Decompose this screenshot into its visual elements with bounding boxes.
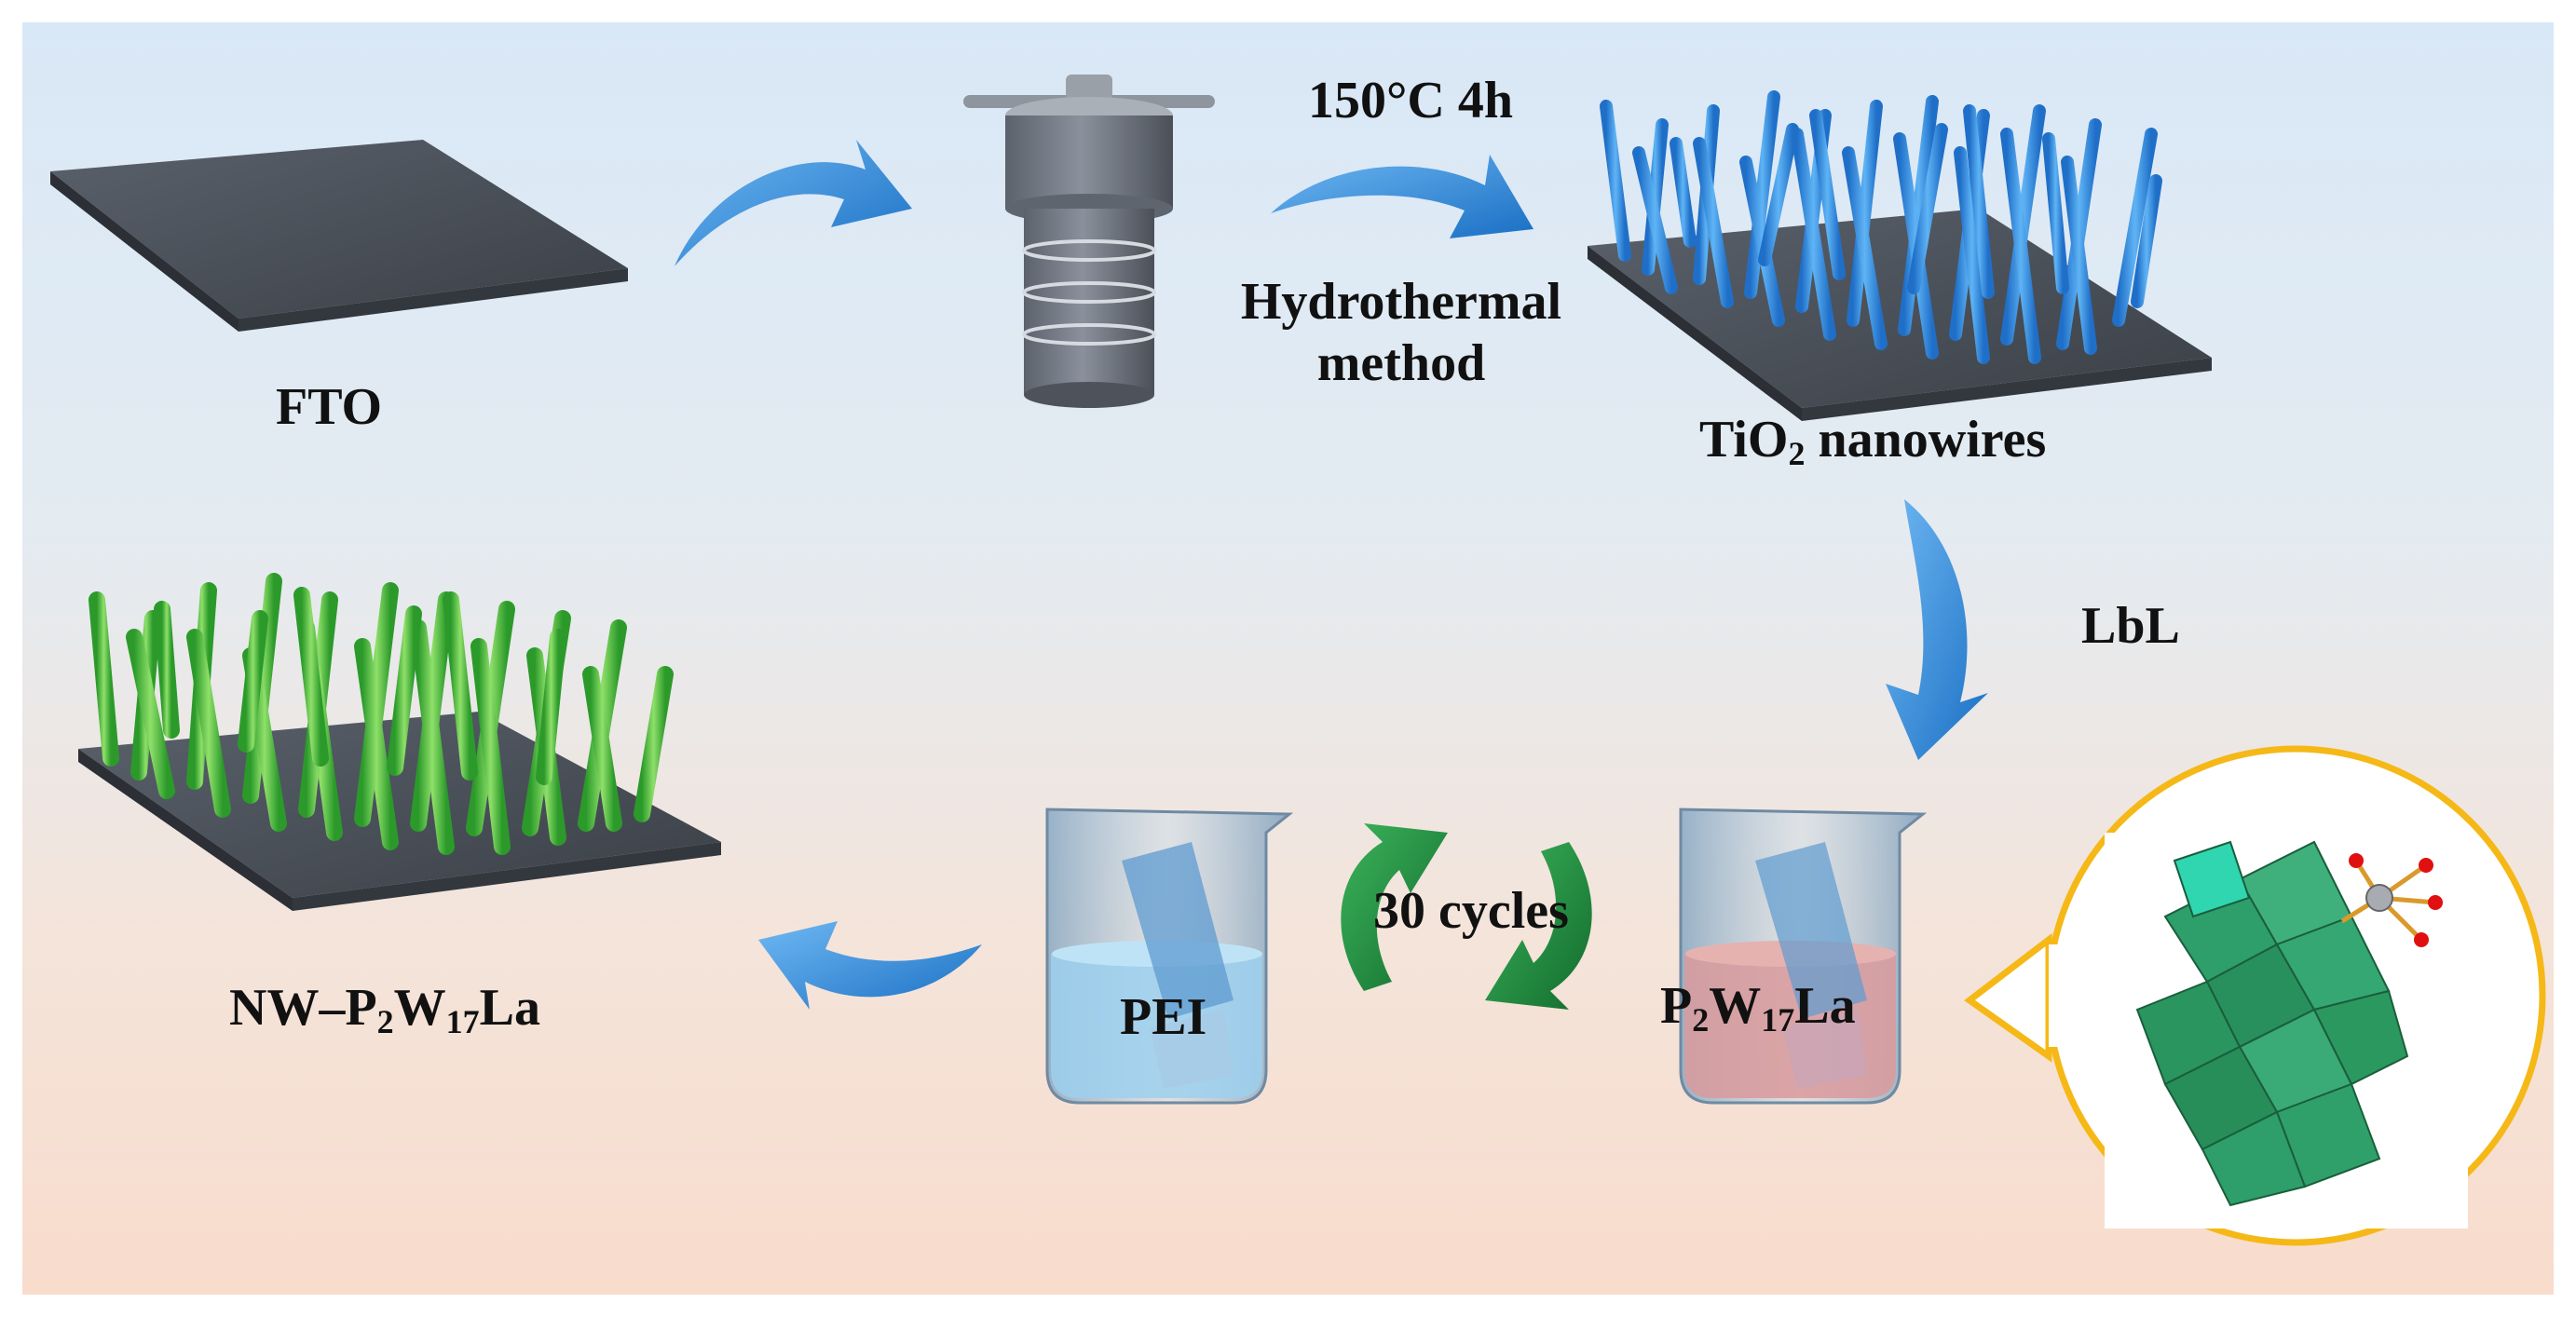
schematic-figure: FTO 150°C 4h Hydrothermal method TiO2 na…	[22, 22, 2554, 1295]
label-nw-p2w17la: NW–P2W17La	[229, 982, 540, 1039]
label-p2w17la: P2W17La	[1660, 980, 1856, 1037]
pw-sub1: 2	[1692, 1001, 1710, 1039]
fto-substrate	[50, 140, 628, 332]
label-temp-time: 150°C 4h	[1308, 75, 1513, 127]
label-tio2-nanowires: TiO2 nanowires	[1699, 414, 2046, 470]
pei-text: PEI	[1120, 988, 1207, 1046]
cycle-arrows-icon	[1341, 823, 1592, 1010]
la-coordination-icon	[2340, 853, 2443, 947]
tio2-subscript: 2	[1788, 435, 1806, 472]
arrow-to-nanowires	[1271, 155, 1533, 238]
hydrothermal-line1: Hydrothermal	[1240, 273, 1562, 331]
nw-sub2: 17	[445, 1003, 480, 1040]
pw-p: P	[1660, 977, 1693, 1035]
p2w17la-beaker	[1679, 808, 1928, 1105]
autoclave-icon	[963, 75, 1215, 408]
pw-w: W	[1709, 977, 1762, 1035]
arrow-to-autoclave	[675, 140, 912, 266]
pw-la: La	[1794, 977, 1856, 1035]
nw-sub1: 2	[376, 1003, 394, 1040]
tio2-prefix: TiO	[1699, 411, 1789, 468]
diagram-graphics	[50, 75, 2546, 1246]
structure-callout	[1964, 745, 2546, 1246]
hydrothermal-line2: method	[1316, 334, 1486, 392]
arrow-lbl-down	[1886, 499, 1988, 760]
tio2-suffix: nanowires	[1805, 411, 2047, 468]
cycles-text: 30 cycles	[1373, 882, 1569, 940]
blue-nanowires	[1600, 90, 2162, 364]
polyoxometalate-structure-icon	[2135, 840, 2409, 1207]
nw-prefix: NW–P	[229, 979, 377, 1037]
pw-sub2: 17	[1761, 1001, 1795, 1039]
green-nanowires	[89, 573, 674, 855]
label-hydrothermal: Hydrothermal method	[1224, 276, 1578, 389]
temp-time-text: 150°C 4h	[1308, 72, 1513, 129]
tio2-nanowire-substrate	[1588, 90, 2212, 421]
fto-text: FTO	[276, 378, 383, 436]
label-lbl: LbL	[2081, 600, 2180, 652]
nw-p2w17la-substrate	[78, 573, 721, 911]
label-30-cycles: 30 cycles	[1373, 885, 1569, 937]
nw-w: W	[393, 979, 446, 1037]
label-pei: PEI	[1120, 991, 1206, 1043]
label-fto: FTO	[276, 381, 382, 433]
arrow-to-final-product	[758, 921, 982, 1010]
nw-la: La	[479, 979, 541, 1037]
lbl-text: LbL	[2081, 597, 2180, 655]
pei-beaker	[1045, 808, 1294, 1105]
